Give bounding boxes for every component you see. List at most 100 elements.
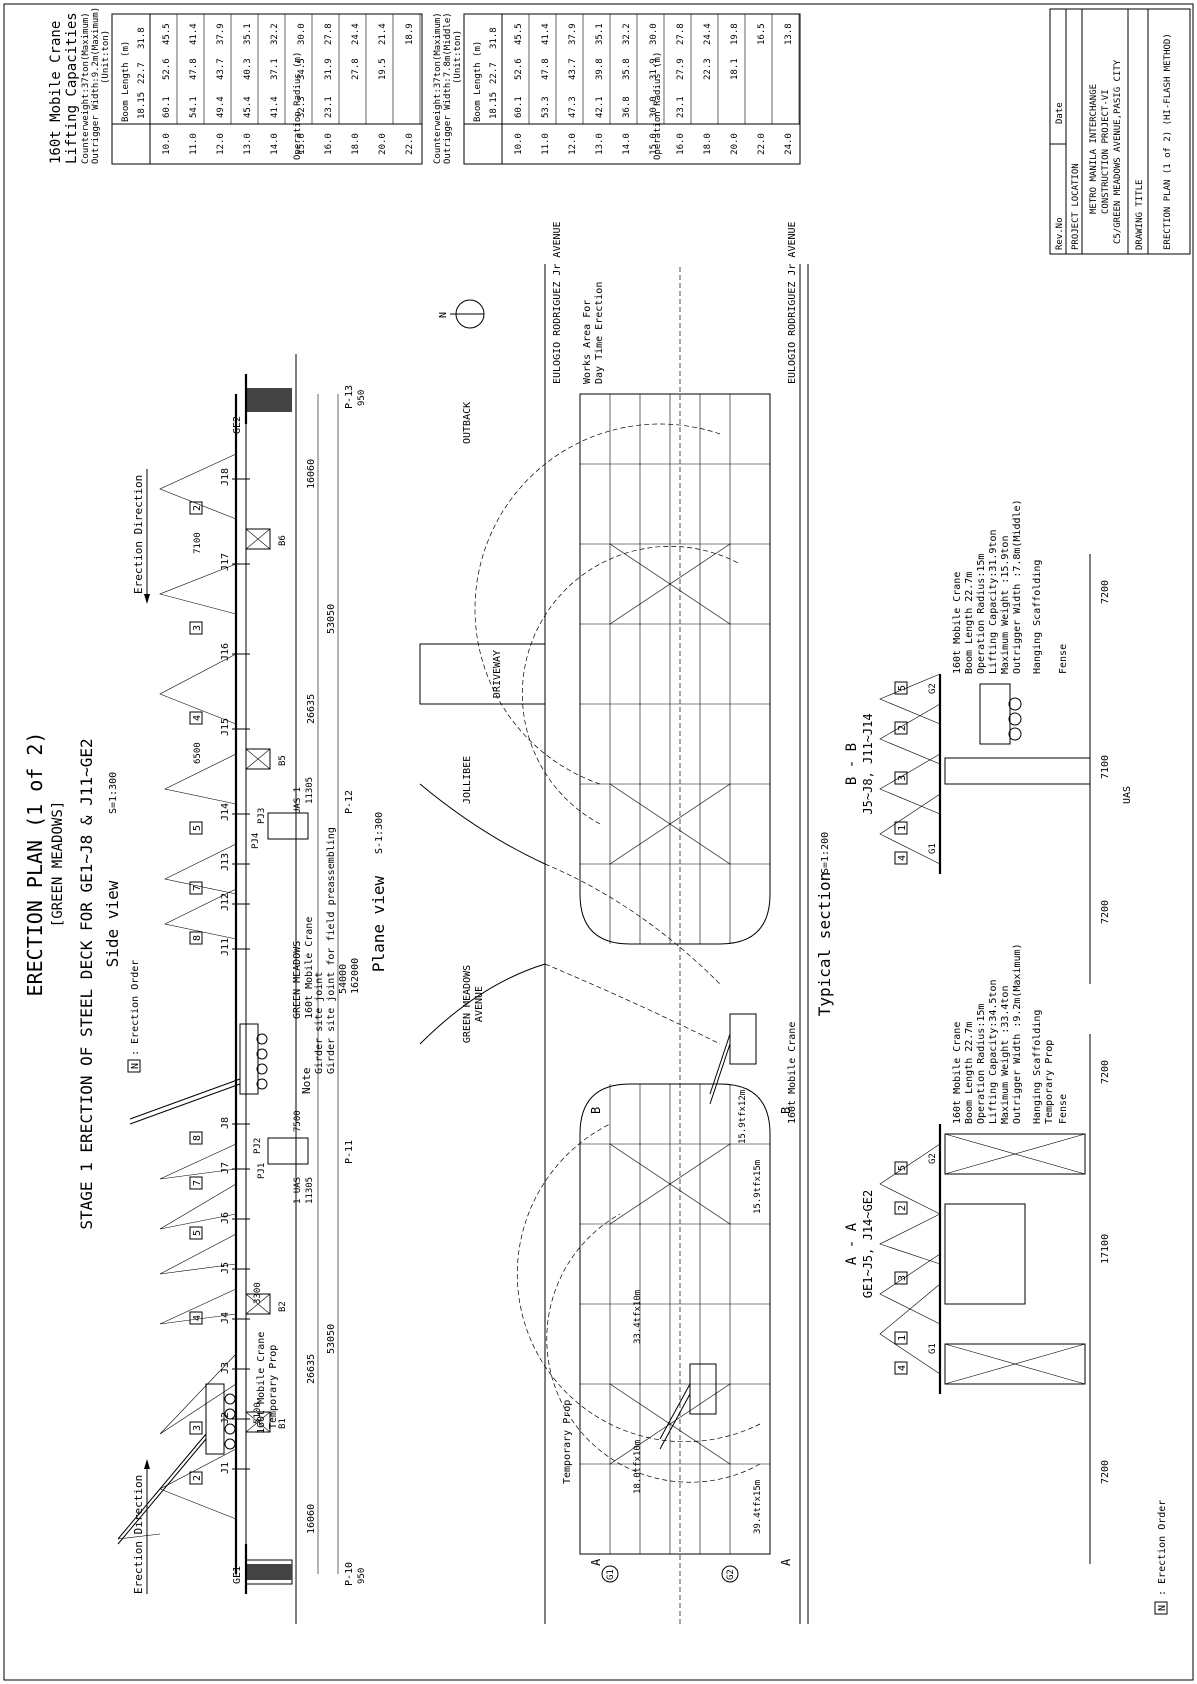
- table1-rows: 10.060.152.645.511.054.147.841.412.049.4…: [162, 14, 421, 155]
- bb-g2: G2: [928, 683, 938, 694]
- table-capacity-cell: 47.8: [189, 58, 199, 80]
- erection-order-right: 8 7 5 4 3 2: [189, 501, 203, 945]
- order-box: 3: [192, 625, 203, 631]
- table1-title-2: Lifting Capacities: [64, 12, 80, 164]
- dim-26635-right: 26635: [306, 694, 317, 724]
- main-title: ERECTION PLAN (1 of 2): [23, 732, 47, 997]
- note-2: Girder site joint for field preassemblin…: [326, 827, 337, 1074]
- joint-j15: J15: [220, 718, 231, 736]
- lifting-slings: [159, 453, 237, 1520]
- bb-hanging: Hanging Scaffolding: [1032, 560, 1043, 674]
- table-radius-cell: 22.0: [757, 133, 767, 155]
- side-crane-ground-label: 160t Mobile Crane: [304, 917, 315, 1019]
- subtitle: [GREEN MEADOWS]: [50, 801, 66, 927]
- plan-crane-left: [659, 1363, 717, 1450]
- g2-marker: G2: [726, 1569, 736, 1580]
- eulogio-label-1: EULOGIO RODRIGUEZ Jr AVENUE: [552, 221, 563, 384]
- table-capacity-cell: 31.9: [324, 58, 334, 80]
- dim-16060-right: 16060: [306, 459, 317, 489]
- b5-label: B5: [278, 755, 288, 766]
- aa-crane-6: Outrigger Width :9.2m(Maximum): [1012, 943, 1023, 1124]
- table-capacity-cell: 23.1: [676, 96, 686, 118]
- capacity-label: 39.4tfx15m: [753, 1480, 763, 1534]
- table-radius-cell: 15.0: [297, 133, 307, 155]
- table1-note-2: Outrigger Width:9.2m(Maximum): [91, 7, 101, 164]
- bb-crane-3: Operation Radius:15m: [976, 554, 987, 674]
- table-capacity-cell: 19.8: [730, 23, 740, 45]
- table-capacity-cell: 35.1: [595, 23, 605, 45]
- project-line-3: C5/GREEN MEADOWS AVENUE,PASIG CITY: [1113, 59, 1123, 244]
- ge2-label: GE2: [232, 416, 243, 434]
- project-line-1: METRO MANILA INTERCHANGE: [1089, 84, 1099, 214]
- note-title: Note: [300, 1068, 313, 1095]
- dim-950-left: 950: [357, 1568, 367, 1584]
- aa-crane-3: Operation Radius:15m: [976, 1004, 987, 1124]
- table-capacity-cell: 45.4: [243, 96, 253, 118]
- section-bb: B - B J5~J8, J11~J14 4 1 3 2 5 G1 G2 160…: [844, 499, 1133, 984]
- table1-boom: 18.15: [137, 92, 147, 119]
- table-capacity-cell: 30.0: [649, 23, 659, 45]
- table-radius-cell: 24.0: [784, 133, 794, 155]
- bb-dim-3: 7200: [1100, 580, 1111, 604]
- erection-direction-right: Erection Direction: [132, 475, 145, 594]
- aa-hanging: Hanging Scaffolding: [1032, 1010, 1043, 1124]
- driveway-area: [419, 643, 546, 705]
- table-capacity-cell: 13.8: [784, 23, 794, 45]
- aa-order: 3: [897, 1275, 908, 1281]
- deck-plan-left: [579, 1083, 771, 1555]
- table-capacity-cell: 32.2: [270, 23, 280, 45]
- table-radius-cell: 14.0: [270, 133, 280, 155]
- table-radius-cell: 14.0: [622, 133, 632, 155]
- table-radius-cell: 18.0: [703, 133, 713, 155]
- bb-crane-body: [979, 683, 1011, 745]
- dim-7100: 7100: [193, 532, 203, 554]
- section-a-bottom: A: [779, 1558, 793, 1566]
- table-radius-cell: 12.0: [568, 133, 578, 155]
- table-capacity-cell: 32.3: [297, 96, 307, 118]
- outback-label: OUTBACK: [462, 402, 473, 444]
- section-a-top: A: [589, 1558, 603, 1566]
- bottom-legend-text: : Erection Order: [1157, 1500, 1168, 1596]
- p11-label: P-11: [344, 1140, 355, 1164]
- dim-5100: 5100: [253, 1402, 263, 1424]
- joint-j7: J7: [220, 1162, 231, 1174]
- pier-p13: [246, 388, 292, 412]
- table-capacity-cell: 54.1: [189, 96, 199, 118]
- table1-boom-header: Boom Length (m): [121, 41, 131, 122]
- crane-capacity-table-1: 160t Mobile Crane Lifting Capacities Cou…: [48, 7, 423, 165]
- table-radius-cell: 10.0: [514, 133, 524, 155]
- side-view: Erection Direction Erection Direction N …: [117, 354, 367, 1624]
- typical-section-title: Typical section: [815, 872, 834, 1017]
- table2-boom: 18.15: [489, 92, 499, 119]
- table1-boom: 22.7: [137, 62, 147, 84]
- order-box: 5: [192, 1230, 203, 1236]
- side-crane-left: [117, 1383, 236, 1545]
- bb-crane-5: Maximum Weight :15.9ton: [1000, 536, 1011, 674]
- title-block: Rev.No Date PROJECT LOCATION METRO MANIL…: [1049, 8, 1191, 255]
- dim-16060-left: 16060: [306, 1504, 317, 1534]
- bb-crane-6: Outrigger Width :7.8m(Middle): [1012, 499, 1023, 674]
- date-label: Date: [1055, 102, 1065, 124]
- project-location-label: PROJECT LOCATION: [1071, 163, 1081, 250]
- erection-direction-left: Erection Direction: [132, 1475, 145, 1594]
- aa-dim-1: 7200: [1100, 1460, 1111, 1484]
- table-capacity-cell: 41.4: [189, 23, 199, 45]
- pj2-label: PJ2: [253, 1138, 263, 1154]
- bb-order: 3: [897, 775, 908, 781]
- table-radius-cell: 11.0: [189, 133, 199, 155]
- table2-boom-header: Boom Length (m): [473, 41, 483, 122]
- aa-dim-3: 7200: [1100, 1060, 1111, 1084]
- joint-j11: J11: [220, 938, 231, 956]
- uas1-label: 1 UAS: [293, 1177, 303, 1204]
- b6-label: B6: [278, 535, 288, 546]
- bb-dim-2: 7100: [1100, 755, 1111, 779]
- section-bb-sub: J5~J8, J11~J14: [861, 713, 875, 814]
- table-capacity-cell: 37.1: [270, 58, 280, 80]
- joint-j5: J5: [220, 1262, 231, 1274]
- g1-marker: G1: [606, 1569, 616, 1580]
- table-capacity-cell: 43.7: [216, 58, 226, 80]
- pj4-label: PJ4: [251, 833, 261, 849]
